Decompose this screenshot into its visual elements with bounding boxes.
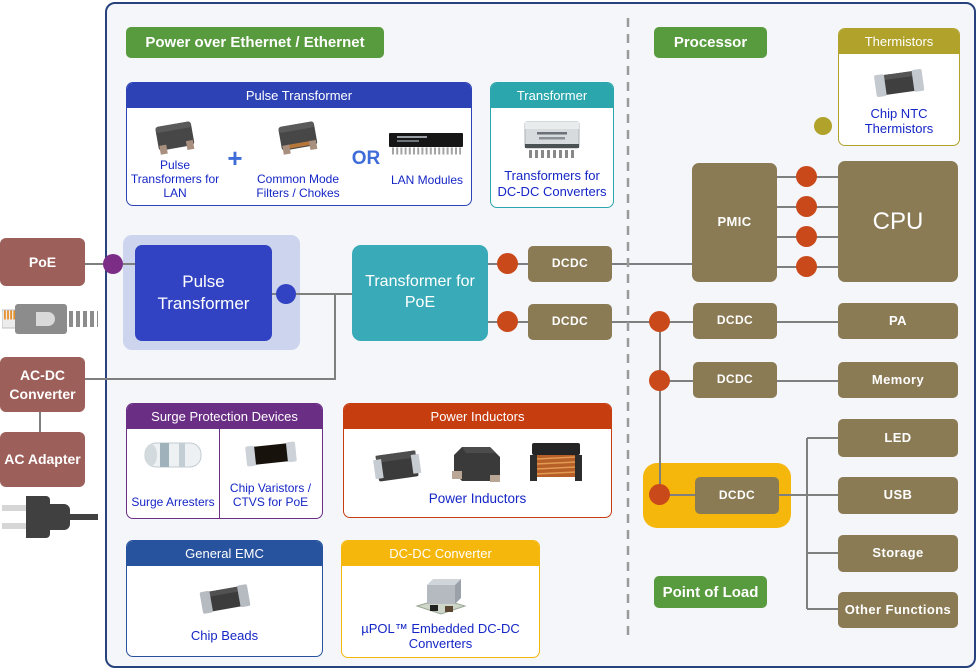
transformer-product-box: Transformer Transformers for DC-DC Conve… — [490, 82, 614, 208]
power-inductor-chip-icon — [372, 450, 422, 482]
link-chip-ntc-thermistors[interactable]: Chip NTC Thermistors — [864, 105, 934, 136]
led-box: LED — [838, 419, 958, 457]
dcdc-box-2: DCDC — [528, 304, 612, 340]
wound-coil-inductor-icon — [530, 443, 583, 482]
power-plug-icon — [2, 496, 98, 538]
surge-protection-product-box: Surge Protection Devices Surge Arresters — [126, 403, 323, 519]
badge-processor: Processor — [654, 27, 767, 58]
lan-module-icon — [389, 133, 463, 155]
link-chip-varistors-ctvs[interactable]: Chip Varistors / CTVS for PoE — [229, 480, 312, 509]
common-mode-filter-icon — [278, 121, 318, 155]
ethernet-cable-icon — [2, 304, 98, 334]
pmic-box: PMIC — [692, 163, 777, 282]
power-inductors-header: Power Inductors — [344, 404, 611, 429]
chip-bead-icon — [199, 584, 250, 614]
thermistors-product-box: Thermistors Chip NTC Thermistors — [838, 28, 960, 146]
dcdc-converter-header: DC-DC Converter — [342, 541, 539, 566]
plus-operator: + — [227, 143, 243, 174]
node-dot-orange-dcdc2 — [497, 311, 518, 332]
node-dot-purple-poe — [103, 254, 123, 274]
dcdc-box-1: DCDC — [528, 246, 612, 282]
node-dot-blue-pulse-out — [276, 284, 296, 304]
node-dot-orange-pmic-cpu-3 — [796, 226, 817, 247]
pulse-transformer-product-header: Pulse Transformer — [127, 83, 471, 108]
memory-box: Memory — [838, 362, 958, 398]
poe-source-box: PoE — [0, 238, 85, 286]
dcdc-box-pa: DCDC — [693, 303, 777, 339]
dcdc-converter-product-box: DC-DC Converter µPOL™ Embedded DC-DC Con… — [341, 540, 540, 658]
smd-power-inductor-icon — [451, 447, 500, 483]
node-dot-orange-pol-branch — [649, 484, 670, 505]
surge-arrester-icon — [144, 442, 202, 468]
surge-protection-header: Surge Protection Devices — [127, 404, 322, 429]
other-functions-box: Other Functions — [838, 592, 958, 628]
pulse-transformer-chip-icon — [155, 121, 195, 155]
node-dot-orange-pmic-cpu-4 — [796, 256, 817, 277]
cpu-box: CPU — [838, 161, 958, 282]
node-dot-olive-thermistor — [814, 117, 832, 135]
power-inductors-product-box: Power Inductors — [343, 403, 612, 518]
node-dot-orange-pmic-cpu-2 — [796, 196, 817, 217]
link-pulse-transformers-for-lan[interactable]: Pulse Transformers for LAN — [130, 158, 220, 201]
general-emc-product-box: General EMC Chip Beads — [126, 540, 323, 657]
dcdc-transformer-icon — [524, 121, 580, 159]
upol-module-icon — [414, 579, 467, 615]
dcdc-box-memory: DCDC — [693, 362, 777, 398]
poe-label: PoE — [28, 253, 57, 270]
badge-point-of-load: Point of Load — [654, 576, 767, 608]
link-common-mode-filters-chokes[interactable]: Common Mode Filters / Chokes — [256, 172, 340, 201]
link-power-inductors[interactable]: Power Inductors — [428, 491, 527, 507]
storage-box: Storage — [838, 535, 958, 572]
node-dot-orange-memory-branch — [649, 370, 670, 391]
acdc-converter-label: AC-DC Converter — [9, 367, 76, 402]
transformer-for-poe-flow-box: Transformer for PoE — [352, 245, 488, 341]
badge-power-over-ethernet: Power over Ethernet / Ethernet — [126, 27, 384, 58]
link-transformers-for-dcdc-converters[interactable]: Transformers for DC-DC Converters — [497, 168, 607, 199]
dcdc-box-point-of-load: DCDC — [695, 477, 779, 514]
general-emc-header: General EMC — [127, 541, 322, 566]
pulse-transformer-product-box: Pulse Transformer Pulse Transformers for… — [126, 82, 472, 206]
chip-varistor-icon — [244, 441, 297, 467]
thermistors-product-header: Thermistors — [839, 29, 959, 54]
pa-box: PA — [838, 303, 958, 339]
ac-adapter-box: AC Adapter — [0, 432, 85, 487]
link-lan-modules[interactable]: LAN Modules — [390, 172, 464, 187]
link-chip-beads[interactable]: Chip Beads — [190, 628, 259, 644]
link-upol-embedded-dcdc-converters[interactable]: µPOL™ Embedded DC-DC Converters — [361, 620, 520, 652]
node-dot-orange-dcdc1 — [497, 253, 518, 274]
node-dot-orange-pa-branch — [649, 311, 670, 332]
pulse-transformer-flow-box: Pulse Transformer — [135, 245, 272, 341]
or-operator: OR — [351, 147, 381, 169]
pulse-transformer-flow-label: Pulse Transformer — [157, 271, 250, 313]
link-surge-arresters[interactable]: Surge Arresters — [131, 494, 215, 509]
node-dot-orange-pmic-cpu-1 — [796, 166, 817, 187]
chip-ntc-thermistor-icon — [874, 68, 925, 97]
usb-box: USB — [838, 477, 958, 514]
ac-adapter-label: AC Adapter — [4, 451, 81, 468]
transformer-product-header: Transformer — [491, 83, 613, 108]
transformer-for-poe-label: Transformer for PoE — [365, 273, 475, 311]
acdc-converter-box: AC-DC Converter — [0, 357, 85, 412]
